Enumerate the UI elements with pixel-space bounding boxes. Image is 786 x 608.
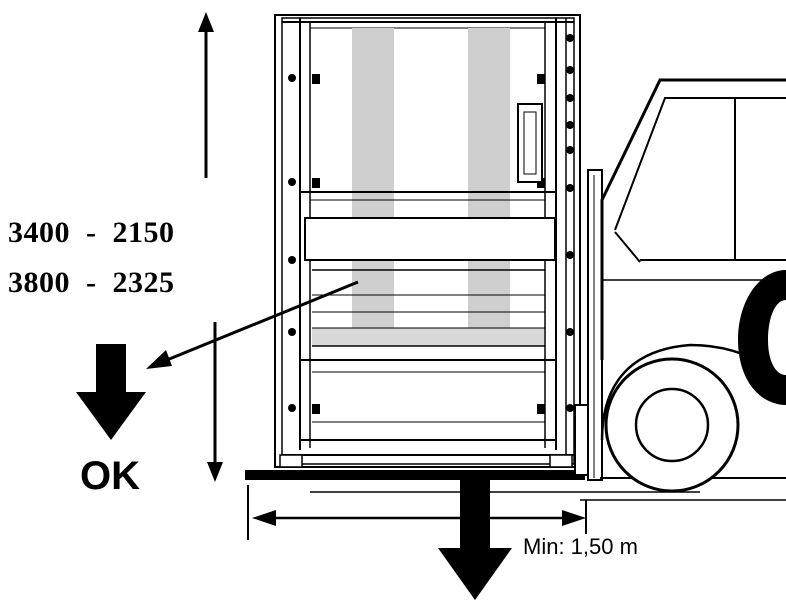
cabinet-handle — [517, 103, 543, 183]
height-arrow-up — [198, 12, 214, 178]
min-distance-label: Min: 1,50 m — [521, 534, 640, 560]
panel-stripe-left — [352, 28, 394, 328]
machine-cabinet — [274, 14, 581, 468]
height-arrow-down — [207, 322, 223, 482]
dimension-label-2: 3800 - 2325 — [8, 266, 175, 299]
forklift-forks — [245, 470, 786, 540]
panel-stripe-right — [468, 28, 510, 328]
pointer-arrow — [146, 280, 359, 369]
ok-label: OK — [80, 454, 140, 498]
forklift-mast — [574, 169, 603, 481]
bottom-down-arrow — [438, 480, 512, 600]
dimension-label-1: 3400 - 2150 — [8, 216, 175, 249]
forklift-logo-letter — [738, 270, 786, 405]
forklift-wheel — [604, 357, 740, 493]
ok-down-arrow — [76, 344, 146, 440]
